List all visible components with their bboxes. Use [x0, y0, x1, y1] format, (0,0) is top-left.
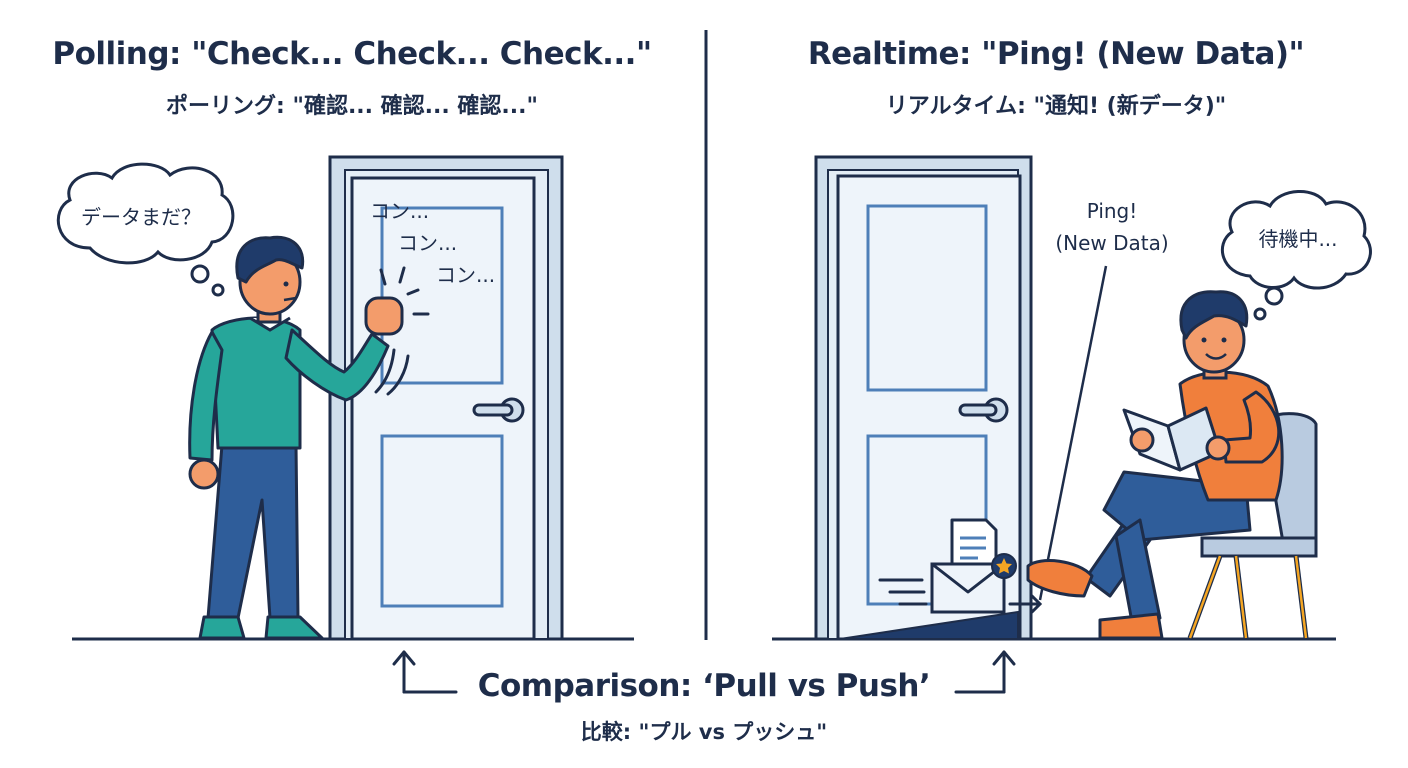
left-thought-text: データまだ？: [81, 205, 201, 229]
arrow-up-icon: [392, 650, 458, 694]
ping-text-line2: (New Data): [1055, 231, 1168, 255]
right-thought-text: 待機中...: [1258, 227, 1337, 251]
envelope-icon: [930, 562, 1006, 614]
knock-text-1: コン...: [370, 199, 429, 223]
thought-bubble-icon: [56, 162, 235, 297]
realtime-person: [1026, 290, 1284, 640]
knock-lines-icon: [374, 266, 430, 396]
knock-text-3: コン...: [436, 263, 495, 287]
knock-text-2: コン...: [398, 231, 457, 255]
comparison-label: Comparison: ‘Pull vs Push’: [477, 668, 931, 704]
arrow-up-icon: [954, 650, 1016, 694]
polling-subtitle-ja: ポーリング: "確認... 確認... 確認...": [166, 94, 538, 119]
polling-title: Polling: "Check... Check... Check...": [52, 36, 652, 72]
comparison-label-ja: 比較: "プル vs プッシュ": [580, 720, 828, 744]
thought-bubble-icon: [1220, 190, 1372, 321]
ping-text-line1: Ping!: [1087, 199, 1138, 223]
star-badge-icon: [991, 553, 1017, 579]
polling-person: [188, 235, 404, 640]
ping-pointer-line: [1038, 265, 1108, 601]
door-handle-icon: [472, 397, 525, 423]
realtime-title: Realtime: "Ping! (New Data)": [807, 36, 1305, 72]
speed-lines-icon: [878, 578, 1043, 614]
door-icon: [328, 155, 564, 641]
door-handle-icon: [958, 397, 1009, 423]
realtime-subtitle-ja: リアルタイム: "通知! (新データ)": [885, 94, 1227, 119]
